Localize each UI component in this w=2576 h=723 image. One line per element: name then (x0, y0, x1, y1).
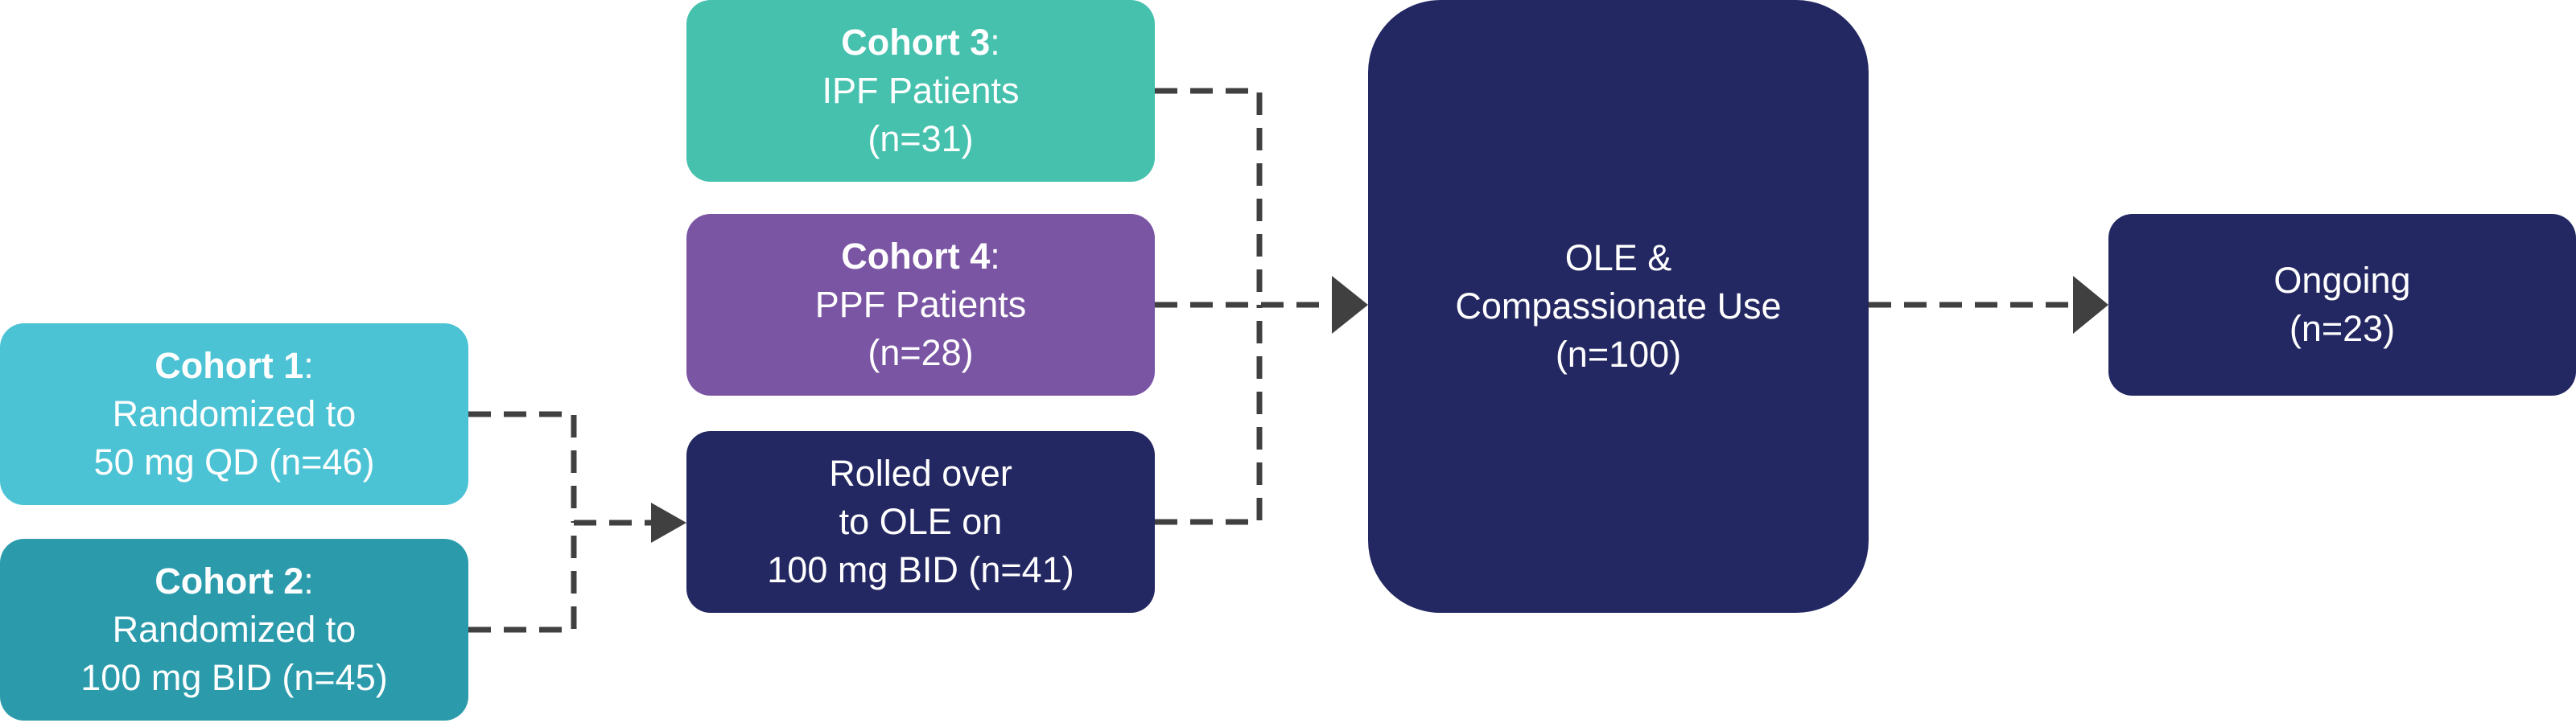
node-cohort-2-line-1: Randomized to (112, 609, 357, 650)
node-cohort-3-line-2: (n=31) (868, 118, 974, 159)
node-cohort-1-heading: Cohort 1: (155, 342, 314, 390)
node-cohort-1-line-2: 50 mg QD (n=46) (93, 442, 375, 483)
node-ole-line-1: OLE & (1564, 237, 1672, 278)
edge-cohort2-to-rolled (468, 523, 577, 633)
node-ongoing: Ongoing (n=23) (2108, 214, 2576, 396)
node-cohort-1-title: Cohort 1 (155, 345, 304, 386)
edge-rolled-to-ole (1155, 305, 1263, 525)
node-cohort-2-heading: Cohort 2: (155, 557, 314, 606)
connectors (468, 88, 2073, 633)
arrowhead-to-rolled (651, 503, 686, 543)
node-rolled-over-line-2: to OLE on (839, 501, 1003, 542)
node-ongoing-line-2: (n=23) (2289, 308, 2396, 349)
node-cohort-2: Cohort 2: Randomized to 100 mg BID (n=45… (0, 539, 468, 721)
node-cohort-1: Cohort 1: Randomized to 50 mg QD (n=46) (0, 323, 468, 505)
node-cohort-3-sep: : (990, 22, 1000, 63)
node-cohort-1-line-1: Randomized to (112, 393, 357, 434)
node-cohort-3-line-1: IPF Patients (822, 70, 1020, 111)
node-cohort-4-sep: : (990, 236, 1000, 277)
node-cohort-1-sep: : (303, 345, 314, 386)
node-cohort-2-title: Cohort 2 (155, 561, 304, 602)
edge-cohort1-to-rolled (468, 411, 577, 523)
node-cohort-4: Cohort 4: PPF Patients (n=28) (686, 214, 1155, 396)
arrowhead-to-ole (1332, 276, 1368, 334)
node-ole-compassionate-use: OLE & Compassionate Use (n=100) (1368, 0, 1869, 613)
node-rolled-over-line-1: Rolled over (829, 453, 1012, 494)
arrowheads (651, 276, 2108, 543)
node-rolled-over-line-3: 100 mg BID (n=41) (767, 549, 1074, 590)
node-cohort-4-line-1: PPF Patients (814, 284, 1027, 325)
node-ole-line-2: Compassionate Use (1455, 286, 1782, 327)
edge-cohort3-to-ole (1155, 88, 1263, 305)
arrowhead-to-ongoing (2073, 276, 2108, 334)
node-cohort-3-heading: Cohort 3: (841, 18, 1000, 67)
node-cohort-4-heading: Cohort 4: (841, 232, 1000, 281)
node-cohort-3: Cohort 3: IPF Patients (n=31) (686, 0, 1155, 182)
node-cohort-3-title: Cohort 3 (841, 22, 991, 63)
node-ole-line-3: (n=100) (1555, 334, 1682, 375)
node-ongoing-line-1: Ongoing (2273, 260, 2411, 301)
node-cohort-4-line-2: (n=28) (868, 332, 974, 373)
node-rolled-over: Rolled over to OLE on 100 mg BID (n=41) (686, 431, 1155, 613)
node-cohort-2-line-2: 100 mg BID (n=45) (80, 657, 388, 698)
node-cohort-4-title: Cohort 4 (841, 236, 991, 277)
node-cohort-2-sep: : (303, 561, 314, 602)
